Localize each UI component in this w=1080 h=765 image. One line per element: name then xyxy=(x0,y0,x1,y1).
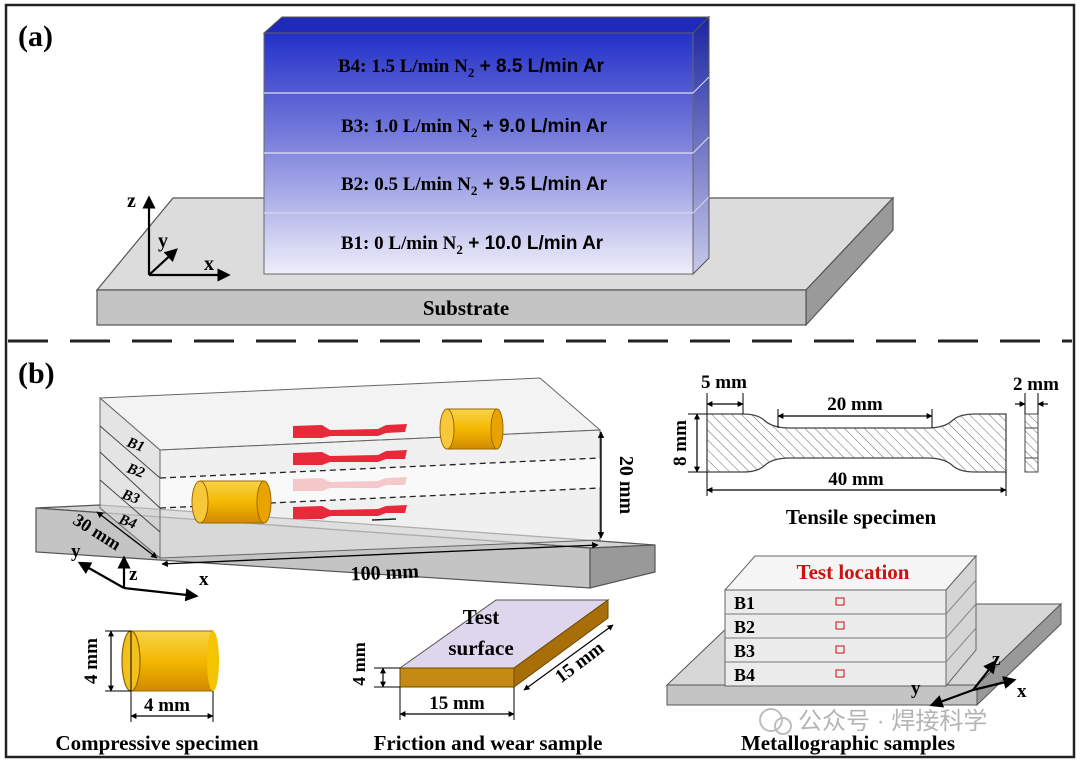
tensile-specimen: 5 mm 20 mm 40 mm 8 mm 2 mm Tensile speci… xyxy=(670,372,1059,529)
layer-label-b1: B1: 0 L/min N2 + 10.0 L/min Ar xyxy=(341,233,604,257)
metallo-layer-b3: B3 xyxy=(734,641,755,661)
watermark-text: 公众号 · 焊接科学 xyxy=(798,708,987,735)
substrate-label: Substrate xyxy=(423,296,509,320)
panel-a: (a) Substrate B4: 1.5 L/min N2 + 8.5 L/m… xyxy=(18,15,895,327)
axes-triad-b-block: y z x xyxy=(71,541,209,602)
block-axis-z-label: z xyxy=(129,564,138,585)
metallo-axis-x: x xyxy=(1017,681,1027,702)
metallo-axis-y: y xyxy=(911,678,921,699)
axis-z-label: z xyxy=(127,190,136,212)
block-layer-b2: B2 xyxy=(124,460,147,482)
friction-surface-line1: Test xyxy=(463,605,500,629)
layer-label-b4: B4: 1.5 L/min N2 + 8.5 L/min Ar xyxy=(338,56,605,80)
tensile-dim-grip: 5 mm xyxy=(701,372,747,393)
metallo-layer-b2: B2 xyxy=(734,617,755,637)
compressive-dim-length: 4 mm xyxy=(144,695,190,716)
test-spot-b3 xyxy=(835,645,845,654)
tensile-dim-thickness: 2 mm xyxy=(1013,374,1059,395)
test-spot-b2 xyxy=(835,621,845,630)
metallo-caption: Metallographic samples xyxy=(741,731,955,755)
tensile-dim-gauge: 20 mm xyxy=(827,394,883,415)
deposited-block: B1 B2 B3 B4 xyxy=(98,377,602,560)
compressive-specimen: 4 mm 4 mm Compressive specimen xyxy=(55,630,259,755)
block-axis-y-label: y xyxy=(71,541,81,562)
block-dim-length: 100 mm xyxy=(161,542,599,586)
tensile-caption: Tensile specimen xyxy=(786,505,937,529)
svg-text:20 mm: 20 mm xyxy=(615,456,637,515)
figure-frame xyxy=(4,3,1076,759)
panel-b-label: (b) xyxy=(18,357,55,390)
block-tensile-bars xyxy=(293,424,407,521)
metallographic-samples: Test location B1 B2 B3 B4 z x y Metallog… xyxy=(665,554,1063,755)
svg-text:100 mm: 100 mm xyxy=(350,561,420,586)
layer-label-b2: B2: 0.5 L/min N2 + 9.5 L/min Ar xyxy=(341,174,608,198)
friction-surface-line2: surface xyxy=(448,636,513,660)
compressive-dim-diameter: 4 mm xyxy=(81,638,102,684)
metallo-axis-z: z xyxy=(992,649,1001,670)
tensile-dim-width: 8 mm xyxy=(670,420,691,466)
metallo-layer-b1: B1 xyxy=(734,593,755,613)
axis-y-label: y xyxy=(158,230,168,252)
panel-a-label: (a) xyxy=(18,20,53,53)
block-dim-height: 20 mm xyxy=(597,431,637,539)
deposited-wall: B4: 1.5 L/min N2 + 8.5 L/min Ar B3: 1.0 … xyxy=(262,15,711,276)
test-spot-b4 xyxy=(835,669,845,678)
tensile-dim-total: 40 mm xyxy=(828,469,884,490)
metallo-layer-b4: B4 xyxy=(734,665,755,685)
test-spot-b1 xyxy=(835,597,845,606)
block-axis-x-label: x xyxy=(199,569,209,590)
friction-caption: Friction and wear sample xyxy=(374,731,603,755)
axes-triad-a: z y x xyxy=(127,190,231,282)
friction-dim-height: 4 mm xyxy=(349,642,369,686)
block-cylinder-left xyxy=(191,480,272,524)
test-location-label: Test location xyxy=(797,560,910,584)
watermark: 公众号 · 焊接科学 xyxy=(759,708,987,735)
axis-x-label: x xyxy=(204,253,214,275)
panel-b: (b) B1 B2 B3 B4 xyxy=(18,357,1063,755)
wechat-icon xyxy=(759,708,783,732)
friction-sample: Test surface 4 mm 15 mm 15 mm Friction a… xyxy=(349,599,614,755)
layer-label-b3: B3: 1.0 L/min N2 + 9.0 L/min Ar xyxy=(341,116,608,140)
block-layer-b1: B1 xyxy=(124,434,147,455)
friction-dim-width: 15 mm xyxy=(429,693,485,714)
block-layer-b3: B3 xyxy=(119,486,142,508)
compressive-caption: Compressive specimen xyxy=(55,731,258,755)
block-cylinder-right xyxy=(439,408,504,450)
